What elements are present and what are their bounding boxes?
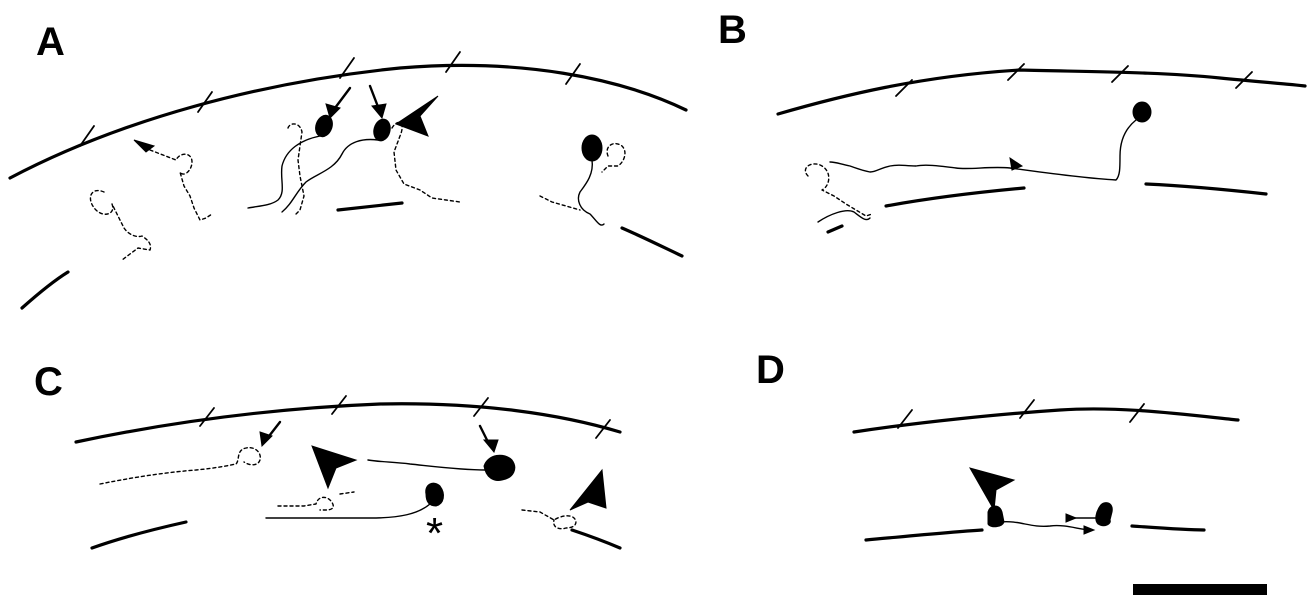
scale-bar — [1133, 584, 1267, 595]
panel-c-asterisk: * — [426, 509, 443, 558]
panel-c-dashed-cell-3 — [521, 509, 577, 530]
panel-c-large-arrowhead-2 — [569, 468, 607, 511]
panel-b-outer-surface — [776, 68, 1307, 116]
panel-b-migrating-process — [817, 210, 871, 223]
panel-a-arrow-2 — [368, 84, 387, 120]
panel-a-neuron-axon-1 — [247, 135, 321, 209]
panel-c-dashed-cell-1 — [99, 446, 261, 485]
panel-d-outer-surface — [852, 407, 1240, 434]
tick-mark — [339, 57, 355, 79]
panel-a-inner-boundary-left — [20, 270, 70, 310]
panel-a-arrow-1 — [325, 86, 352, 119]
panel-d-neuron-soma-2 — [1095, 502, 1113, 527]
panel-c-dashed-cell-4 — [339, 491, 355, 495]
panel-c-neuron-axon-1 — [367, 459, 487, 471]
panel-a-surface-ticks — [79, 51, 581, 147]
panel-label-a: A — [36, 20, 65, 64]
panel-b-neuron-axon — [829, 119, 1137, 181]
panel-a-dashed-cell-5 — [601, 142, 626, 173]
panel-a-dashed-cell-1 — [89, 189, 152, 261]
panel-d-inner-boundary-left — [864, 528, 984, 542]
panel-b-surface-ticks — [895, 63, 1253, 97]
tick-mark — [1129, 403, 1145, 423]
panel-c-neuron-axon-2 — [265, 503, 431, 519]
tick-mark — [473, 397, 489, 417]
tick-mark — [197, 91, 213, 113]
panel-a-neuron-axon-2 — [281, 138, 379, 213]
tick-mark — [897, 409, 913, 429]
tick-mark — [565, 63, 581, 85]
panel-b-inner-boundary-3 — [1144, 182, 1268, 196]
panel-label-c: C — [34, 360, 63, 404]
panel-c-arrow-1 — [259, 420, 282, 448]
tick-mark — [1235, 71, 1253, 89]
panel-d-neuron-soma-1 — [987, 505, 1005, 528]
panel-a-inner-boundary-mid — [336, 201, 404, 212]
panel-a-neuron-axon-3 — [577, 159, 605, 226]
panel-a-large-arrowhead — [394, 95, 439, 137]
panel-a-inner-boundary-right — [620, 226, 684, 258]
panel-a-dashed-cell-2 — [149, 149, 213, 221]
panel-b-growth-cone — [1009, 156, 1024, 171]
panel-c-outer-surface — [74, 402, 622, 444]
tick-mark — [895, 79, 913, 97]
panel-a-dashed-cell-3 — [287, 123, 305, 215]
tick-mark — [445, 51, 461, 73]
panel-d-surface-ticks — [897, 399, 1145, 429]
panel-a-neuron-soma-3 — [581, 134, 603, 162]
panel-c-surface-ticks — [199, 395, 611, 439]
panel-b-neuron-soma — [1132, 101, 1152, 123]
panel-a-neuron-soma-1 — [315, 114, 333, 138]
panel-b-inner-boundary-2 — [884, 186, 1026, 208]
panel-c-inner-boundary-left — [90, 520, 188, 550]
panel-label-b: B — [718, 8, 747, 52]
panel-d-arrowhead-small — [1065, 513, 1078, 523]
tick-mark — [331, 395, 347, 415]
panel-c-arrow-2 — [478, 424, 499, 454]
panel-a-outer-surface — [8, 63, 688, 180]
panel-c-large-arrowhead-1 — [311, 445, 358, 490]
panel-b-dashed-cell — [804, 163, 873, 217]
panel-c-neuron-soma-2 — [425, 482, 444, 507]
tick-mark — [595, 419, 611, 439]
panel-c: * — [74, 395, 622, 558]
panel-c-inner-boundary-right — [570, 528, 622, 550]
tick-mark — [1007, 63, 1025, 81]
panel-a-neuron-soma-2 — [373, 118, 391, 142]
panel-b-inner-boundary-1 — [826, 224, 844, 234]
panel-label-d: D — [756, 348, 785, 392]
panel-c-neuron-soma-1 — [483, 454, 516, 481]
tick-mark — [1019, 399, 1035, 419]
panel-a-small-arrowhead — [133, 139, 156, 153]
tick-mark — [79, 125, 95, 147]
panel-d-neuron-axon-1 — [999, 520, 1093, 531]
tick-mark — [199, 407, 215, 427]
panel-a — [8, 51, 688, 310]
panel-d — [852, 399, 1240, 542]
panel-d-large-arrowhead — [968, 467, 1016, 512]
panel-c-dashed-cell-2 — [277, 496, 334, 511]
panel-d-inner-boundary-right — [1130, 524, 1206, 532]
panel-a-dashed-cell-6 — [539, 195, 581, 211]
panel-d-growth-cone — [1083, 525, 1096, 535]
panel-b — [776, 63, 1307, 234]
tick-mark — [1111, 65, 1129, 83]
